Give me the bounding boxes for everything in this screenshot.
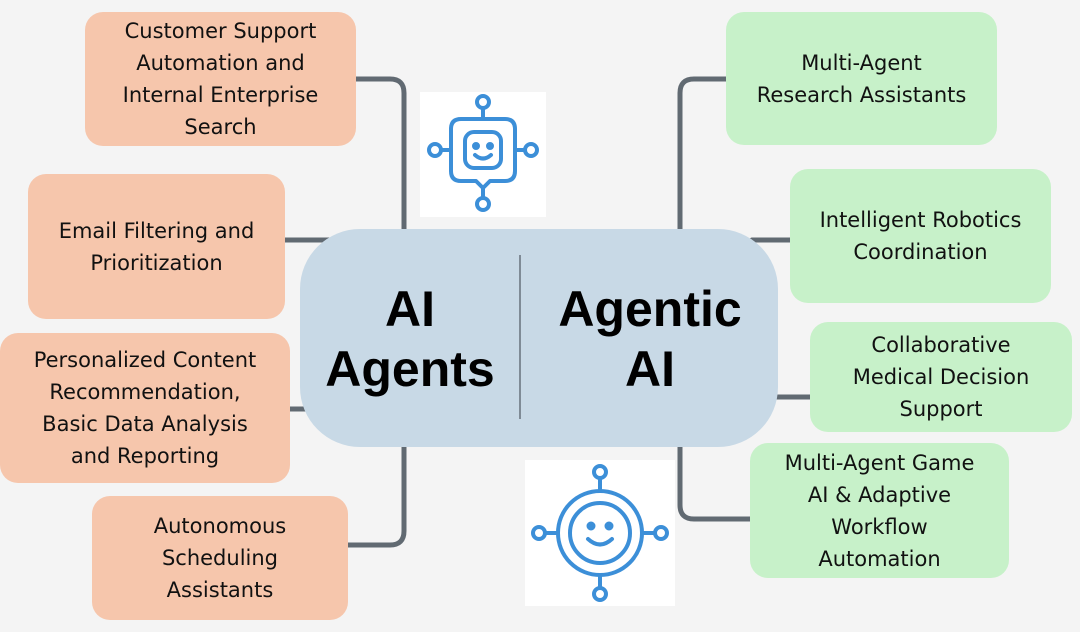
box-label: Multi-Agent Game AI & Adaptive Workflow …	[784, 450, 975, 571]
agentic-ai-use-research-assistants: Multi-Agent Research Assistants	[726, 12, 997, 145]
box-label: Multi-Agent Research Assistants	[756, 50, 967, 107]
agentic-ai-title: Agentic AI	[558, 281, 742, 397]
center-divider	[519, 255, 521, 419]
ai-agents-use-autonomous-scheduling: Autonomous Scheduling Assistants	[92, 496, 348, 620]
agentic-ai-use-medical-decision: Collaborative Medical Decision Support	[810, 322, 1072, 432]
ai-agents-use-email-filtering: Email Filtering and Prioritization	[28, 174, 285, 319]
box-label: Email Filtering and Prioritization	[58, 218, 255, 275]
chatbot-face-icon	[427, 94, 539, 212]
chatbot-icon-card	[420, 92, 546, 217]
ai-agents-title: AI Agents	[325, 281, 495, 397]
network-agent-icon-card	[525, 460, 675, 606]
box-label: Personalized Content Recommendation, Bas…	[33, 348, 257, 468]
box-label: Intelligent Robotics Coordination	[819, 208, 1022, 264]
agentic-ai-use-game-workflow: Multi-Agent Game AI & Adaptive Workflow …	[750, 443, 1009, 578]
network-agent-face-icon	[531, 464, 669, 602]
agentic-ai-use-robotics-coordination: Intelligent Robotics Coordination	[790, 169, 1051, 303]
ai-agents-use-customer-support: Customer Support Automation and Internal…	[85, 12, 356, 146]
center-comparison-pill: AI Agents Agentic AI	[300, 229, 778, 447]
ai-agents-use-personalized-content: Personalized Content Recommendation, Bas…	[0, 333, 290, 483]
box-label: Autonomous Scheduling Assistants	[153, 514, 287, 602]
box-label: Customer Support Automation and Internal…	[122, 19, 319, 139]
box-label: Collaborative Medical Decision Support	[852, 333, 1030, 421]
